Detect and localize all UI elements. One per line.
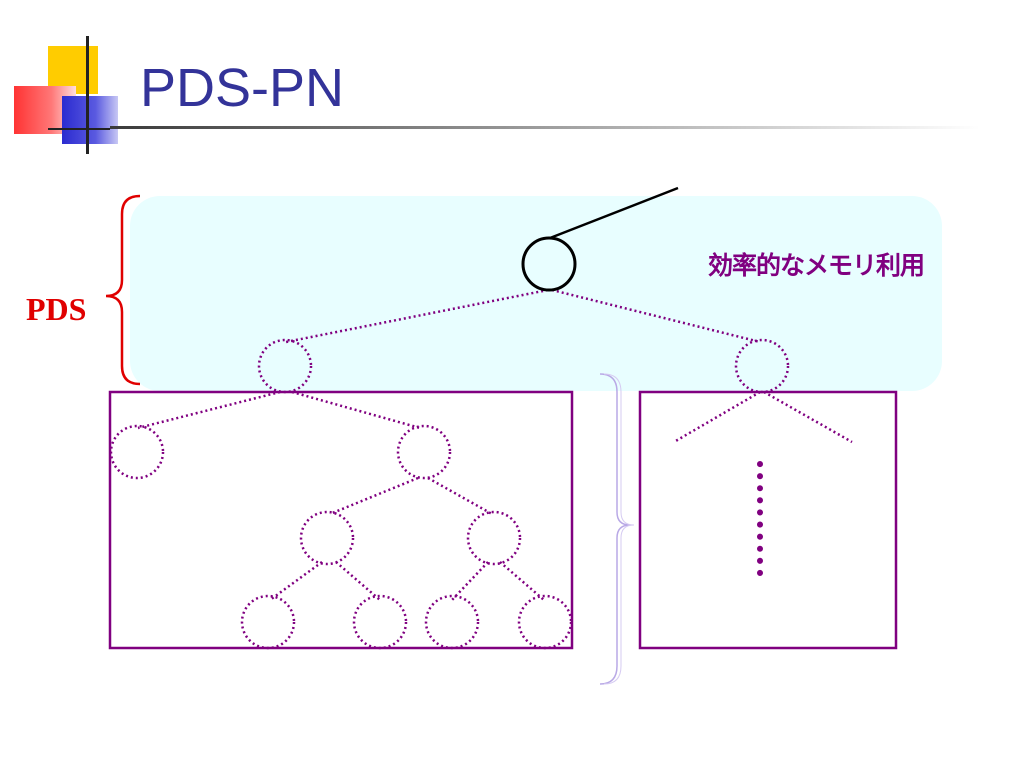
tree-edge	[451, 561, 489, 601]
decorative-vertical-line	[86, 36, 89, 154]
tree-edge	[335, 561, 381, 601]
tree-edges	[137, 288, 853, 602]
tree-edge	[499, 561, 545, 601]
tree-edge	[291, 390, 421, 430]
tree-node	[396, 424, 452, 480]
title-underline	[110, 126, 980, 129]
tree-edge	[137, 390, 281, 430]
tree-node	[352, 594, 408, 650]
tree-node	[424, 594, 480, 650]
root-node	[521, 236, 577, 292]
decorative-horizontal-line	[48, 128, 110, 130]
partition-box-left	[108, 390, 574, 650]
tree-node	[299, 510, 355, 566]
incoming-edge	[549, 186, 679, 240]
tree-nodes	[109, 338, 790, 650]
tree-edge	[673, 390, 761, 444]
slide-title: PDS-PN	[140, 58, 345, 118]
tree-edge	[329, 476, 419, 516]
tree-edge	[763, 390, 853, 444]
decorative-blue-square	[62, 96, 118, 144]
grouping-brace-shadow	[603, 373, 635, 685]
pds-brace	[105, 194, 141, 386]
tree-node	[517, 594, 573, 650]
tree-edge	[269, 560, 323, 602]
tree-node	[109, 424, 165, 480]
tree-node	[466, 510, 522, 566]
tree-node	[240, 594, 296, 650]
tree-edge	[551, 288, 761, 344]
pds-region	[130, 196, 942, 391]
tree-node	[734, 338, 790, 394]
memory-efficiency-note: 効率的なメモリ利用	[708, 251, 925, 280]
tree-node	[257, 338, 313, 394]
grouping-brace	[599, 373, 631, 685]
partition-box-right	[638, 390, 898, 650]
pds-label: PDS	[26, 291, 87, 327]
tree-edge	[427, 476, 493, 516]
